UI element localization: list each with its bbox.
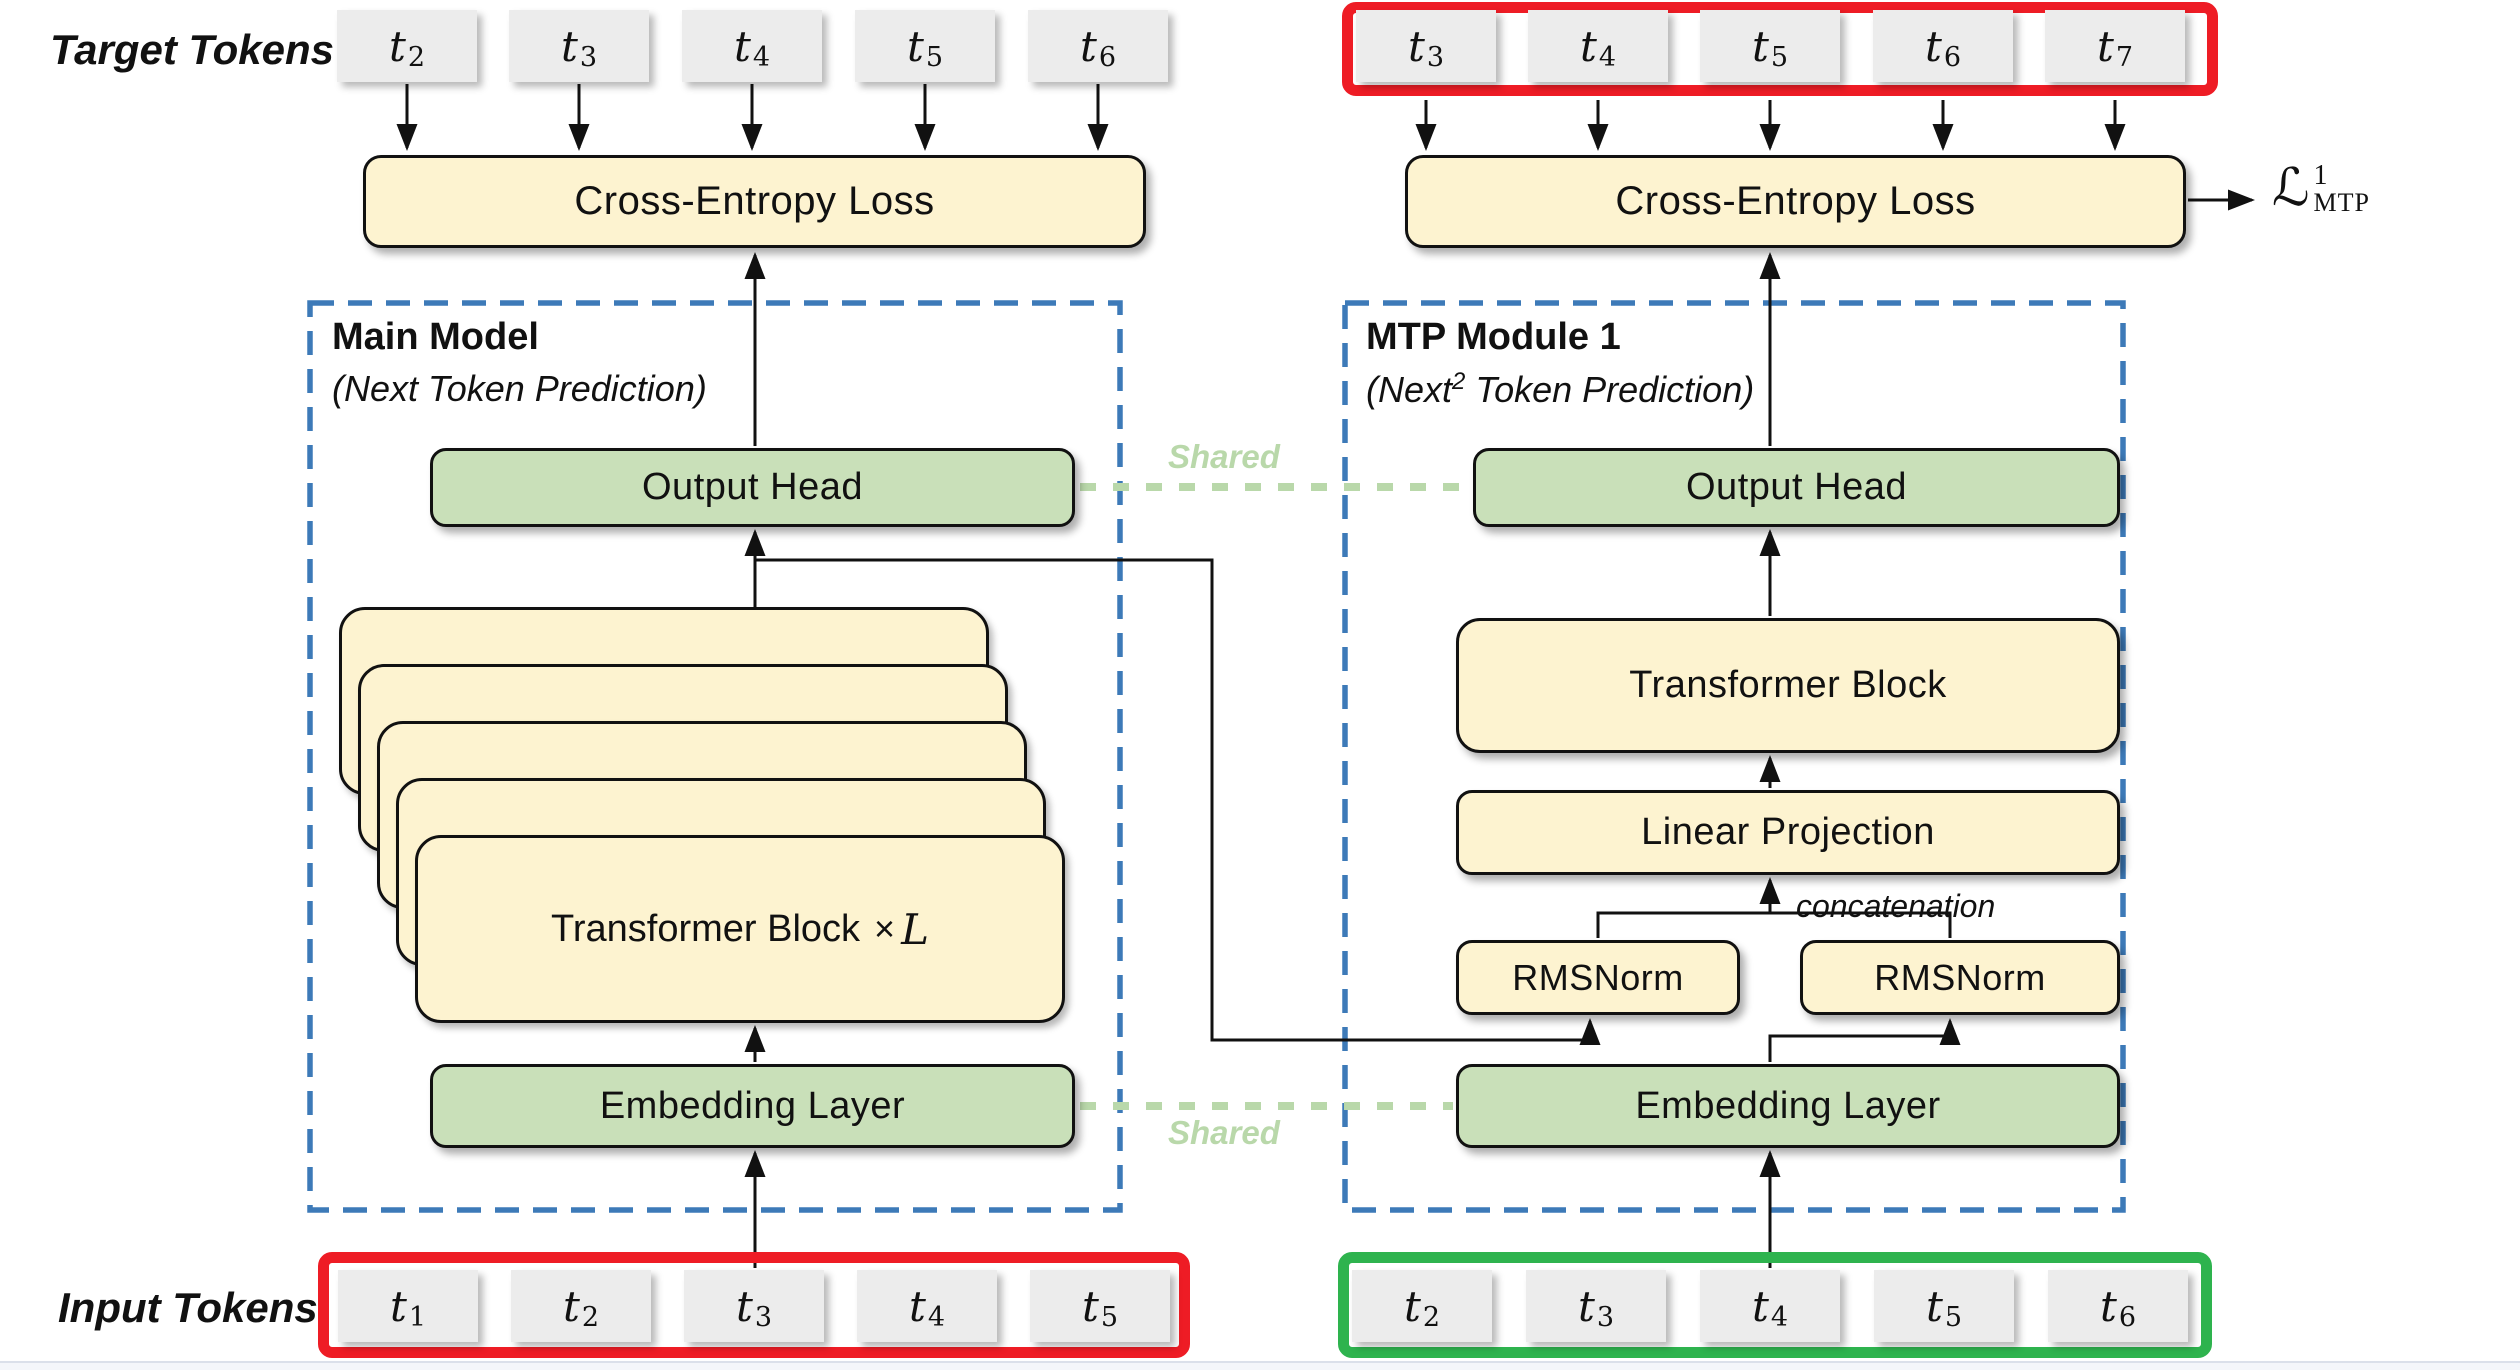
concat-bracket bbox=[1596, 911, 1952, 938]
embedding-layer-mtp: Embedding Layer bbox=[1456, 1064, 2120, 1148]
rmsnorm-right: RMSNorm bbox=[1800, 940, 2120, 1015]
output-head-main: Output Head bbox=[430, 448, 1075, 527]
layer-count-variable: L bbox=[901, 904, 929, 954]
input-tokens-highlight-frame-left bbox=[318, 1252, 1190, 1358]
times-symbol: × bbox=[874, 908, 896, 949]
input-tokens-title: Input Tokens bbox=[58, 1284, 318, 1331]
loss-superscript: 1 bbox=[2313, 160, 2328, 191]
slide-bottom-edge bbox=[0, 1361, 2520, 1370]
arrow-mainmodel-to-left-rmsnorm bbox=[755, 558, 1601, 1045]
main-model-title: Main Model bbox=[332, 316, 539, 358]
rmsnorm-left: RMSNorm bbox=[1456, 940, 1740, 1015]
concatenation-label: concatenation bbox=[1796, 888, 1996, 924]
transformer-stack-card-front: Transformer Block × L bbox=[415, 835, 1065, 1023]
mtp-module-dashed-border bbox=[1342, 300, 2126, 1213]
mtp-loss-label: ℒ 1 MTP bbox=[2272, 162, 2370, 216]
left-target-token-arrows bbox=[396, 84, 1109, 151]
arrow-embedding-to-right-rmsnorm bbox=[1768, 1018, 1961, 1062]
target-tokens-title: Target Tokens bbox=[50, 26, 334, 73]
transformer-block-label: Transformer Block bbox=[551, 907, 861, 950]
target-tokens-highlight-frame bbox=[1342, 2, 2218, 96]
mtp-module-flow-arrows bbox=[1596, 189, 2255, 1268]
shared-label-bottom: Shared bbox=[1168, 1114, 1280, 1151]
embedding-layer-main: Embedding Layer bbox=[430, 1064, 1075, 1148]
mtp-module-subtitle: (Next2 Token Prediction) bbox=[1366, 368, 1755, 410]
transformer-block-mtp: Transformer Block bbox=[1456, 618, 2120, 753]
cross-entropy-loss-main: Cross-Entropy Loss bbox=[363, 155, 1146, 248]
main-model-dashed-border bbox=[307, 300, 1123, 1213]
loss-subscript: MTP bbox=[2313, 188, 2370, 217]
mtp-module-title: MTP Module 1 bbox=[1366, 316, 1621, 358]
shared-label-top: Shared bbox=[1168, 438, 1280, 475]
main-model-flow-arrows bbox=[744, 252, 1601, 1268]
output-head-mtp: Output Head bbox=[1473, 448, 2120, 527]
loss-script-l: ℒ bbox=[2272, 158, 2310, 218]
main-model-subtitle: (Next Token Prediction) bbox=[332, 368, 707, 409]
input-tokens-highlight-frame-right bbox=[1338, 1252, 2212, 1358]
cross-entropy-loss-mtp: Cross-Entropy Loss bbox=[1405, 155, 2186, 248]
linear-projection: Linear Projection bbox=[1456, 790, 2120, 875]
right-target-token-arrows bbox=[1415, 100, 2126, 151]
